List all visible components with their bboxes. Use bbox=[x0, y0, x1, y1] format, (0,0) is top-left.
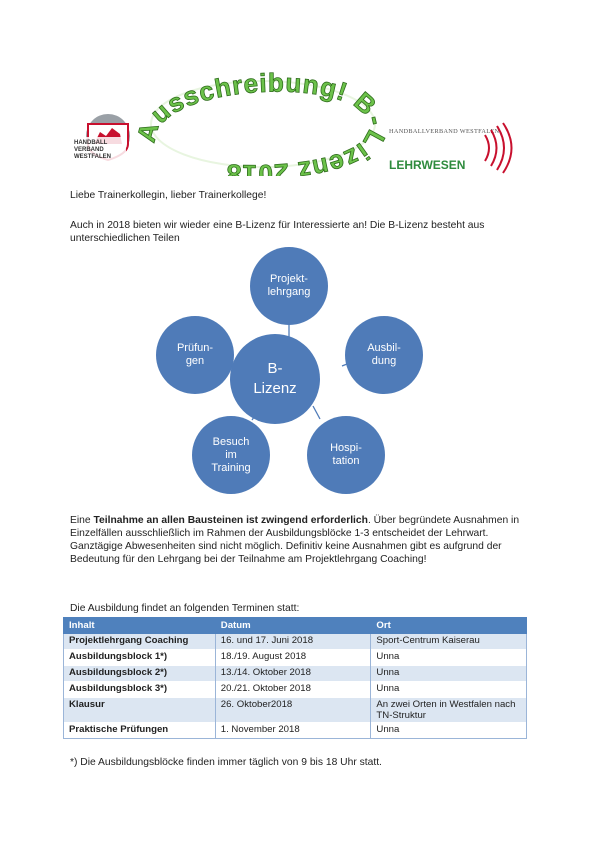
table-cell: 20./21. Oktober 2018 bbox=[214, 681, 372, 698]
handball-verband-westfalen-logo: HANDBALL VERBAND WESTFALEN bbox=[70, 110, 148, 165]
lehrwesen-logo: HANDBALLVERBAND WESTFALEN LEHRWESEN bbox=[387, 121, 527, 175]
table-cell: Unna bbox=[370, 681, 527, 698]
table-cell: 1. November 2018 bbox=[214, 722, 372, 739]
table-row: Ausbildungsblock 1*) 18./19. August 2018… bbox=[63, 649, 527, 666]
title-wordart-text: Ausschreibung! B-Lizenz 2018 bbox=[130, 67, 391, 189]
table-cell: Ausbildungsblock 1*) bbox=[63, 649, 216, 666]
table-cell: Ausbildungsblock 2*) bbox=[63, 665, 216, 682]
left-logo-line-3: WESTFALEN bbox=[74, 154, 111, 160]
table-row: Ausbildungsblock 2*) 13./14. Oktober 201… bbox=[63, 665, 527, 682]
right-logo-top: HANDBALLVERBAND WESTFALEN bbox=[389, 128, 500, 135]
intro-paragraph: Auch in 2018 bieten wir wieder eine B-Li… bbox=[70, 220, 485, 244]
table-cell: Unna bbox=[370, 722, 527, 739]
node-projektlehrgang: Projekt- lehrgang bbox=[250, 247, 328, 325]
node-pruefungen: Prüfun- gen bbox=[156, 316, 234, 394]
participation-post: . Über begründete Ausnahmen in Einzelfäl… bbox=[70, 515, 520, 565]
schedule-intro: Die Ausbildung findet an folgenden Termi… bbox=[70, 603, 300, 614]
table-cell: Ausbildungsblock 3*) bbox=[63, 681, 216, 698]
b-lizenz-diagram: Projekt- lehrgang Ausbil- dung Hospi- ta… bbox=[150, 244, 450, 499]
table-cell: Projektlehrgang Coaching bbox=[63, 633, 216, 650]
table-cell: Praktische Prüfungen bbox=[63, 722, 216, 739]
table-cell: Unna bbox=[370, 649, 527, 666]
node-center-b-lizenz: B- Lizenz bbox=[230, 334, 320, 424]
node-besuch-im-training: Besuch im Training bbox=[192, 416, 270, 494]
participation-pre: Eine bbox=[70, 515, 94, 526]
left-logo-line-1: HANDBALL bbox=[74, 140, 108, 146]
greeting: Liebe Trainerkollegin, lieber Trainerkol… bbox=[70, 190, 267, 201]
table-cell: 18./19. August 2018 bbox=[214, 649, 372, 666]
table-cell: Klausur bbox=[63, 697, 216, 723]
table-header-cell: Ort bbox=[370, 617, 527, 634]
participation-paragraph: Eine Teilnahme an allen Bausteinen ist z… bbox=[70, 514, 528, 566]
table-cell: An zwei Orten in Westfalen nach TN-Struk… bbox=[370, 697, 527, 723]
table-row: Klausur 26. Oktober2018 An zwei Orten in… bbox=[63, 697, 527, 723]
node-ausbildung: Ausbil- dung bbox=[345, 316, 423, 394]
table-header-cell: Datum bbox=[214, 617, 372, 634]
table-cell: Unna bbox=[370, 665, 527, 682]
table-row: Praktische Prüfungen 1. November 2018 Un… bbox=[63, 722, 527, 739]
schedule-table: Inhalt Datum Ort Projektlehrgang Coachin… bbox=[63, 617, 527, 739]
table-cell: 26. Oktober2018 bbox=[214, 697, 372, 723]
table-cell: 13./14. Oktober 2018 bbox=[214, 665, 372, 682]
svg-text:Ausschreibung! B-Lizenz 2018: Ausschreibung! B-Lizenz 2018 bbox=[136, 72, 390, 176]
table-cell: Sport-Centrum Kaiserau bbox=[370, 633, 527, 650]
table-header-row: Inhalt Datum Ort bbox=[63, 617, 527, 634]
left-logo-line-2: VERBAND bbox=[74, 147, 104, 153]
table-row: Projektlehrgang Coaching 16. und 17. Jun… bbox=[63, 633, 527, 650]
table-header-cell: Inhalt bbox=[63, 617, 216, 634]
footnote: *) Die Ausbildungsblöcke finden immer tä… bbox=[70, 757, 382, 768]
table-cell: 16. und 17. Juni 2018 bbox=[214, 633, 372, 650]
right-logo-brand: LEHRWESEN bbox=[389, 158, 465, 172]
participation-bold: Teilnahme an allen Bausteinen ist zwinge… bbox=[93, 515, 368, 526]
table-row: Ausbildungsblock 3*) 20./21. Oktober 201… bbox=[63, 681, 527, 698]
node-hospitation: Hospi- tation bbox=[307, 416, 385, 494]
title-wordart: Ausschreibung! B-Lizenz 2018 bbox=[130, 67, 391, 189]
